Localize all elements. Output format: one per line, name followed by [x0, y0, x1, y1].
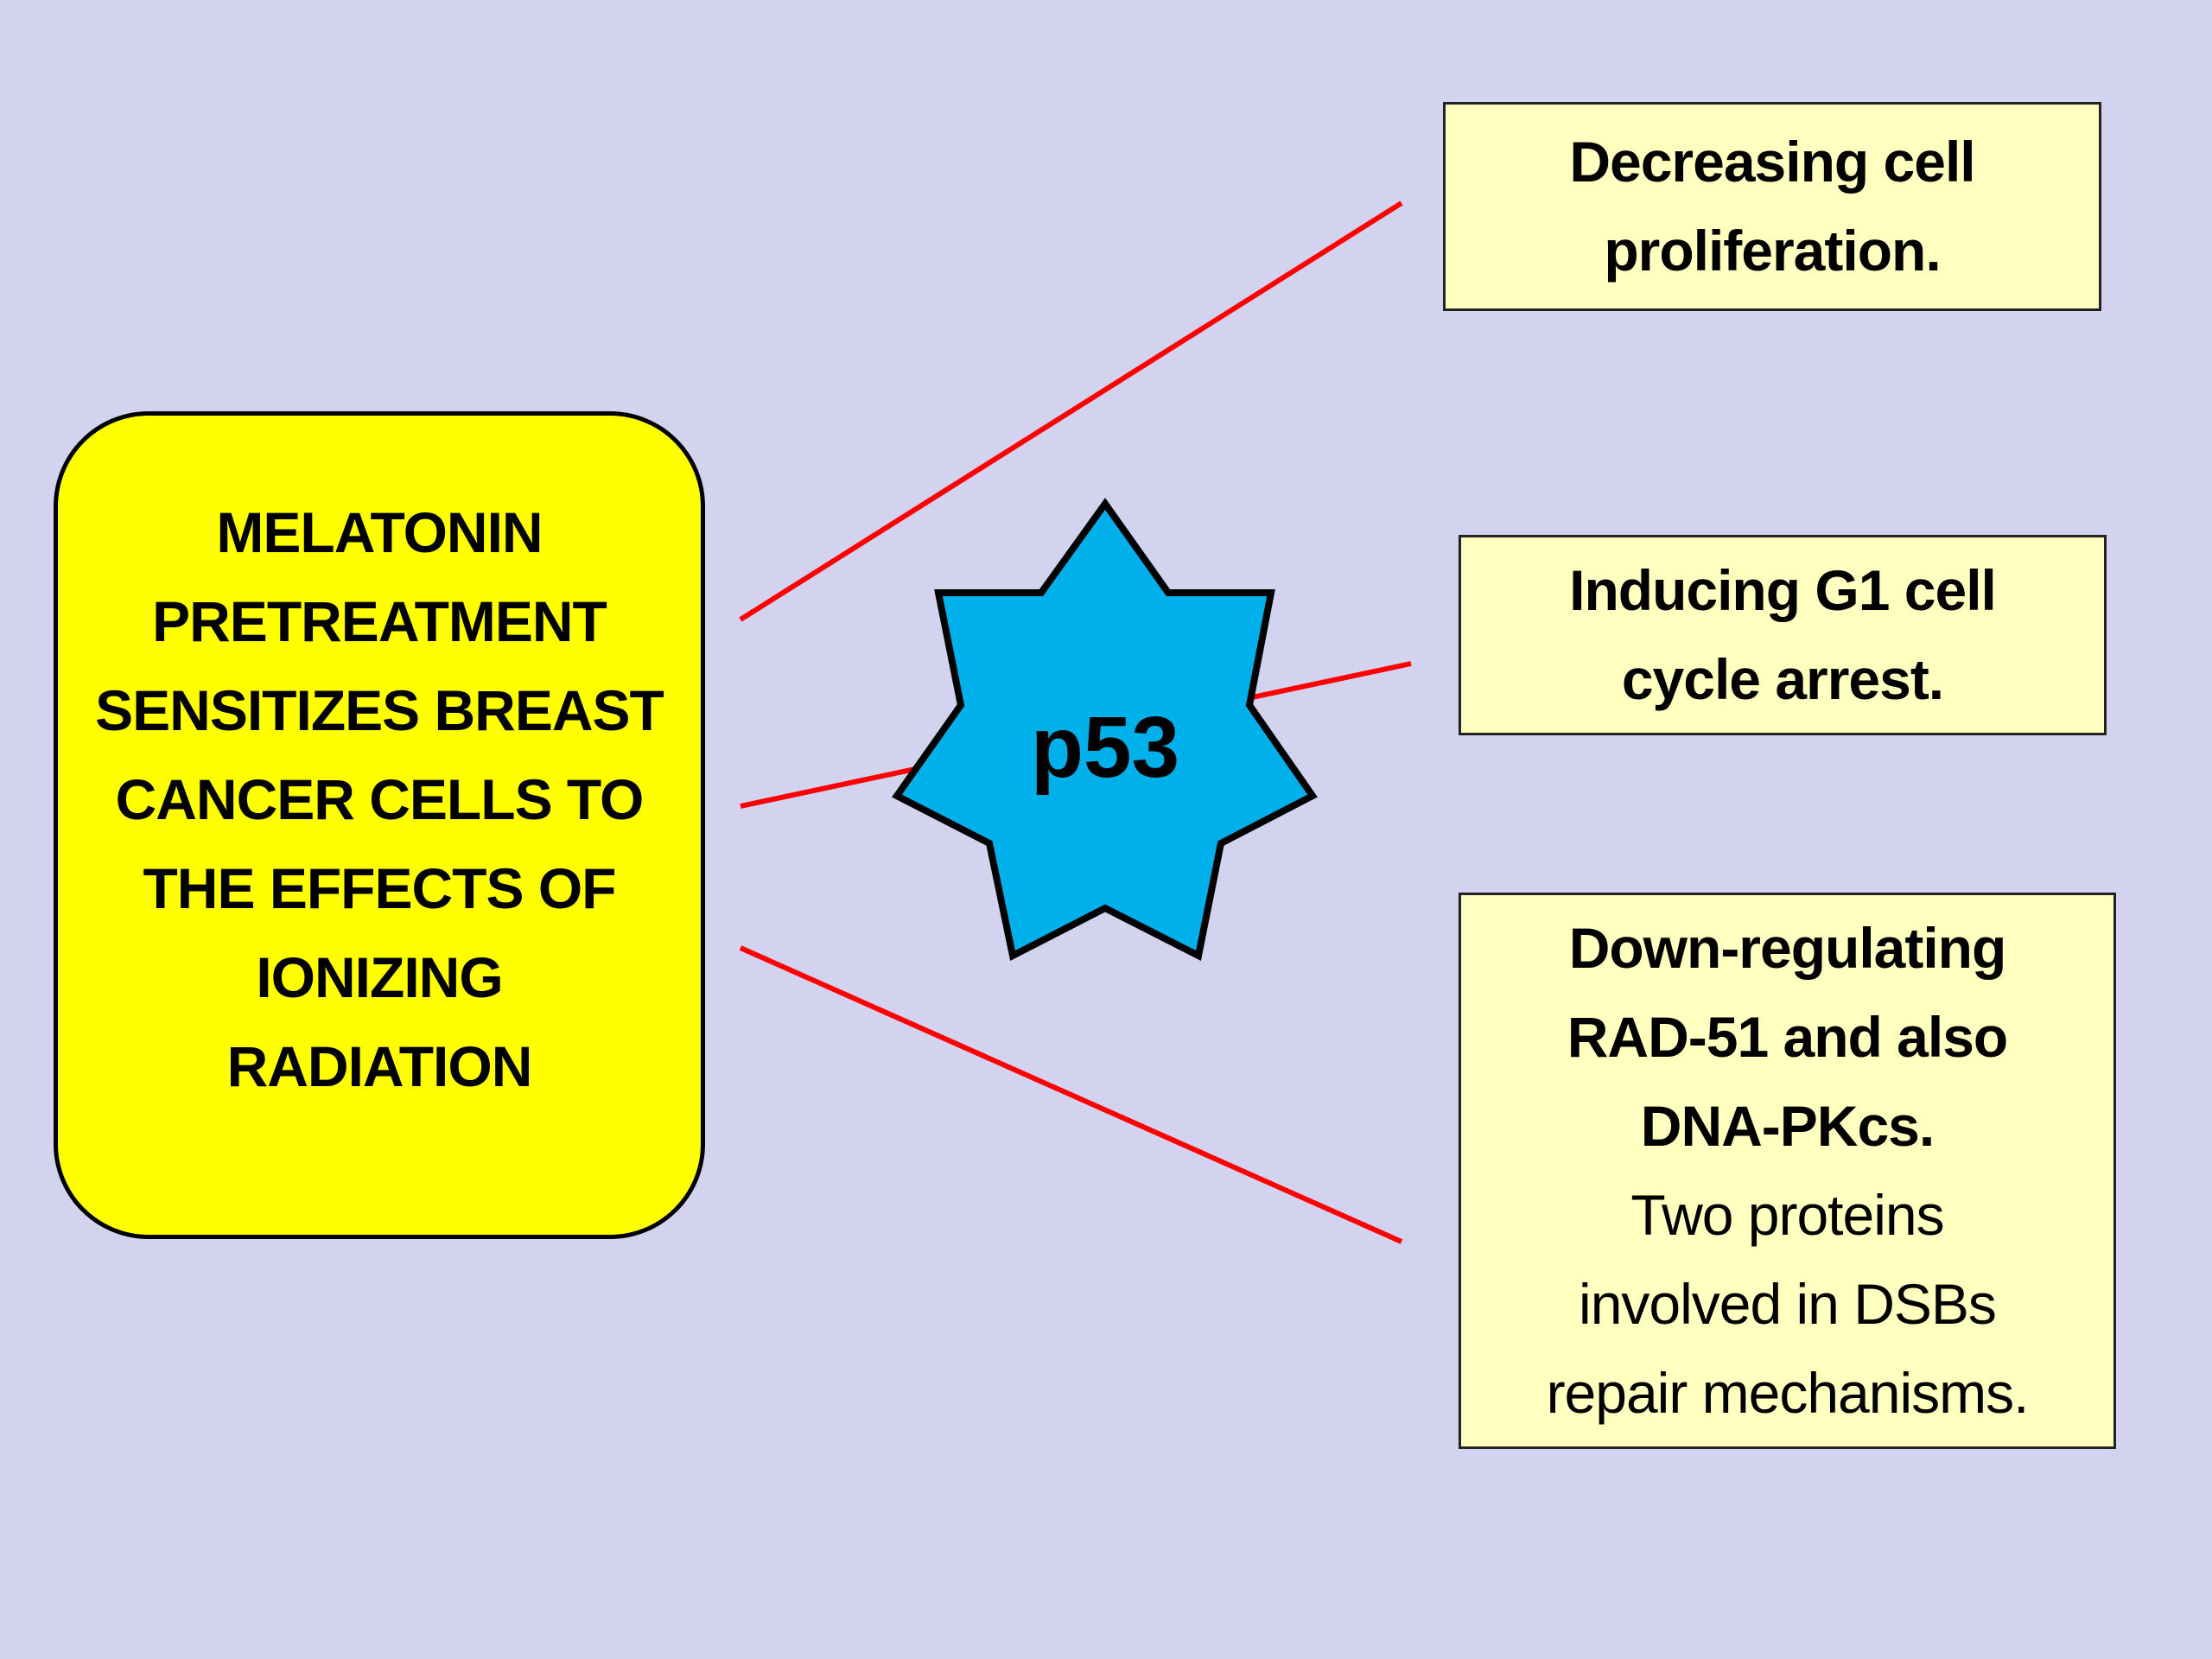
outcome-detail: Two proteins involved in DSBs repair mec… [1546, 1183, 2030, 1425]
connector-to-outcome-1 [739, 200, 1403, 622]
main-box-text: MELATONIN PRETREATMENT SENSITIZES BREAST… [95, 499, 664, 1098]
outcome-title: Down-regulating RAD-51 and also DNA-PKcs… [1567, 916, 2008, 1158]
outcome-title: Decreasing cell proliferation. [1569, 130, 1975, 283]
connector-to-outcome-3 [739, 945, 1403, 1244]
outcome-box-g1-arrest: Inducing G1 cell cycle arrest. [1459, 535, 2107, 735]
outcome-box-proliferation: Decreasing cell proliferation. [1443, 102, 2101, 311]
outcome-title: Inducing G1 cell cycle arrest. [1569, 558, 1997, 711]
melatonin-main-box: MELATONIN PRETREATMENT SENSITIZES BREAST… [54, 411, 705, 1239]
outcome-box-dna-repair: Down-regulating RAD-51 and also DNA-PKcs… [1459, 893, 2116, 1449]
p53-star-icon [892, 498, 1318, 961]
p53-label: p53 [1030, 698, 1180, 796]
